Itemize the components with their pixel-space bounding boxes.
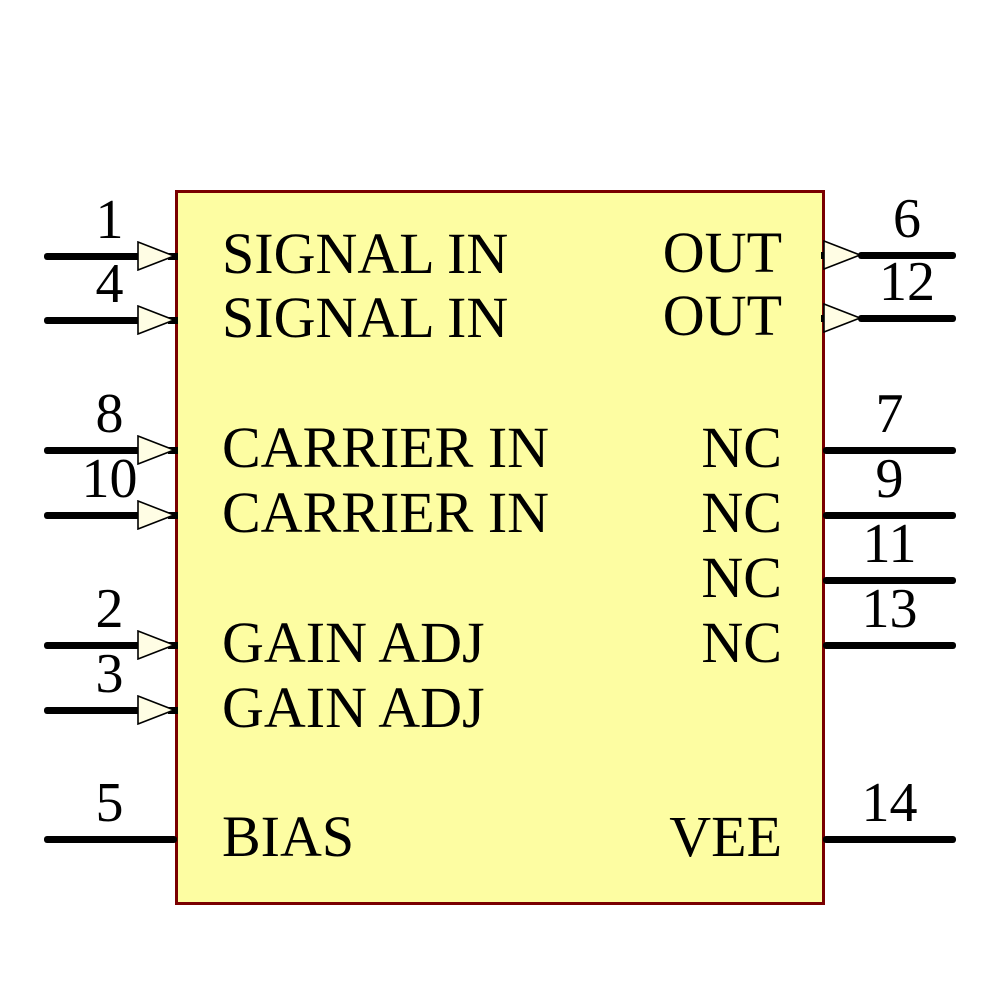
output-arrow-icon: [823, 240, 861, 270]
pin-label: VEE: [669, 804, 782, 869]
pin-7-line[interactable]: [823, 447, 956, 454]
pin-number: 8: [95, 383, 124, 445]
pin-3-line[interactable]: [44, 707, 140, 714]
pin-label: SIGNAL IN: [222, 221, 509, 286]
pin-number: 3: [95, 643, 124, 705]
input-arrow-icon: [137, 695, 175, 725]
pin-1-line[interactable]: [44, 253, 140, 260]
input-arrow-icon: [137, 305, 175, 335]
pin-label: BIAS: [222, 804, 355, 869]
pin-label: NC: [701, 545, 782, 610]
pin-4-line[interactable]: [44, 317, 140, 324]
pin-number: 2: [95, 578, 124, 640]
pin-number: 4: [95, 253, 124, 315]
pin-12-line[interactable]: [858, 315, 956, 322]
pin-number: 12: [879, 251, 935, 313]
pin-number: 11: [862, 513, 917, 575]
pin-number: 9: [875, 448, 904, 510]
pin-5-line[interactable]: [44, 836, 177, 843]
pin-10-line[interactable]: [44, 512, 140, 519]
pin-number: 1: [95, 189, 124, 251]
pin-13-line[interactable]: [823, 642, 956, 649]
pin-label: GAIN ADJ: [222, 675, 485, 740]
pin-label: NC: [701, 415, 782, 480]
pin-label: CARRIER IN: [222, 480, 550, 545]
pin-label: NC: [701, 480, 782, 545]
pin-number: 13: [861, 578, 918, 640]
pin-number: 5: [95, 772, 124, 834]
pin-label: OUT: [662, 283, 782, 348]
pin-6-line[interactable]: [858, 252, 956, 259]
output-arrow-icon: [823, 303, 861, 333]
pin-2-line[interactable]: [44, 642, 140, 649]
pin-label: CARRIER IN: [222, 415, 550, 480]
pin-11-line[interactable]: [823, 577, 956, 584]
pin-label: OUT: [662, 220, 782, 285]
input-arrow-icon: [137, 435, 175, 465]
pin-number: 10: [81, 448, 138, 510]
input-arrow-icon: [137, 500, 175, 530]
input-arrow-icon: [137, 241, 175, 271]
pin-label: SIGNAL IN: [222, 285, 509, 350]
ic-body[interactable]: [175, 190, 825, 905]
pin-number: 7: [875, 383, 904, 445]
pin-9-line[interactable]: [823, 512, 956, 519]
pin-number: 14: [861, 772, 918, 834]
pin-label: GAIN ADJ: [222, 610, 485, 675]
pin-14-line[interactable]: [823, 836, 956, 843]
pin-label: NC: [701, 610, 782, 675]
pin-number: 6: [893, 188, 921, 250]
input-arrow-icon: [137, 630, 175, 660]
pin-8-line[interactable]: [44, 447, 140, 454]
